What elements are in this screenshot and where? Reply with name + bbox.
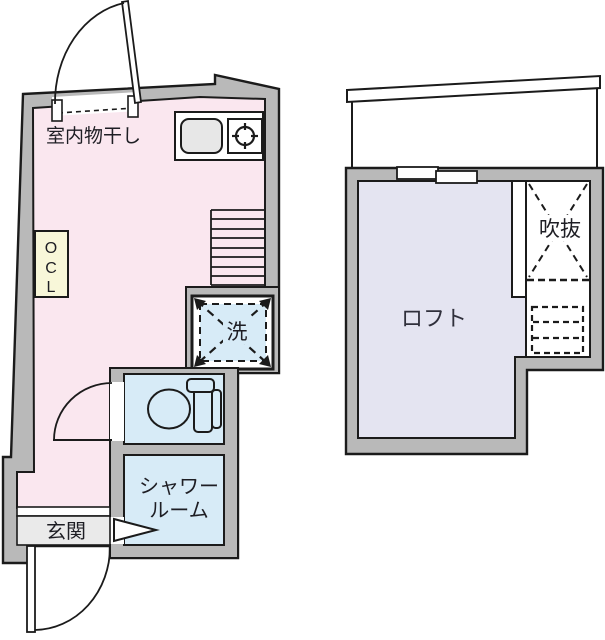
shower-fold-door (113, 517, 160, 543)
washer-label-halo (223, 318, 251, 344)
kitchen-sink (180, 118, 223, 154)
entry-door-arc (34, 546, 111, 631)
closet-ocl (34, 230, 69, 298)
washer-label: 洗 (227, 321, 248, 344)
main-door-arc (54, 2, 125, 105)
stove-burner-icon (232, 123, 258, 149)
loft-label: ロフト (401, 306, 467, 331)
staircase (210, 209, 265, 286)
toilet-icon (147, 378, 222, 433)
door-jamb-right (127, 95, 139, 118)
closet-letter-l: L (47, 279, 56, 296)
shower-label-line1: シャワー (139, 476, 219, 498)
closet-letter-o: O (45, 240, 57, 257)
void-label: 吹抜 (539, 218, 581, 241)
drying-pole-dashed-line (57, 107, 135, 114)
drying-label: 室内物干し (46, 125, 141, 147)
main-door-leaf (120, 0, 143, 105)
void-label-halo (535, 215, 585, 241)
loft-window-sash-1 (396, 166, 439, 180)
loft-window-sash-2 (435, 170, 478, 184)
entry-door-leaf (26, 545, 36, 633)
entrance-area (16, 515, 111, 546)
void-section (525, 180, 591, 358)
shower-label-line2: ルーム (149, 500, 208, 522)
washer-pan-arrowheads (194, 298, 271, 367)
loft-railing (511, 180, 528, 298)
entrance-label: 玄関 (46, 520, 86, 543)
main-door-opening (52, 92, 138, 116)
door-jamb-left (51, 99, 63, 122)
entrance-step (16, 506, 111, 517)
toilet-door-arc (53, 382, 113, 441)
roof-line (346, 74, 601, 104)
closet-letter-c: C (45, 260, 57, 277)
toilet-doorway-gap (110, 382, 124, 441)
loft-ladder (530, 305, 585, 355)
